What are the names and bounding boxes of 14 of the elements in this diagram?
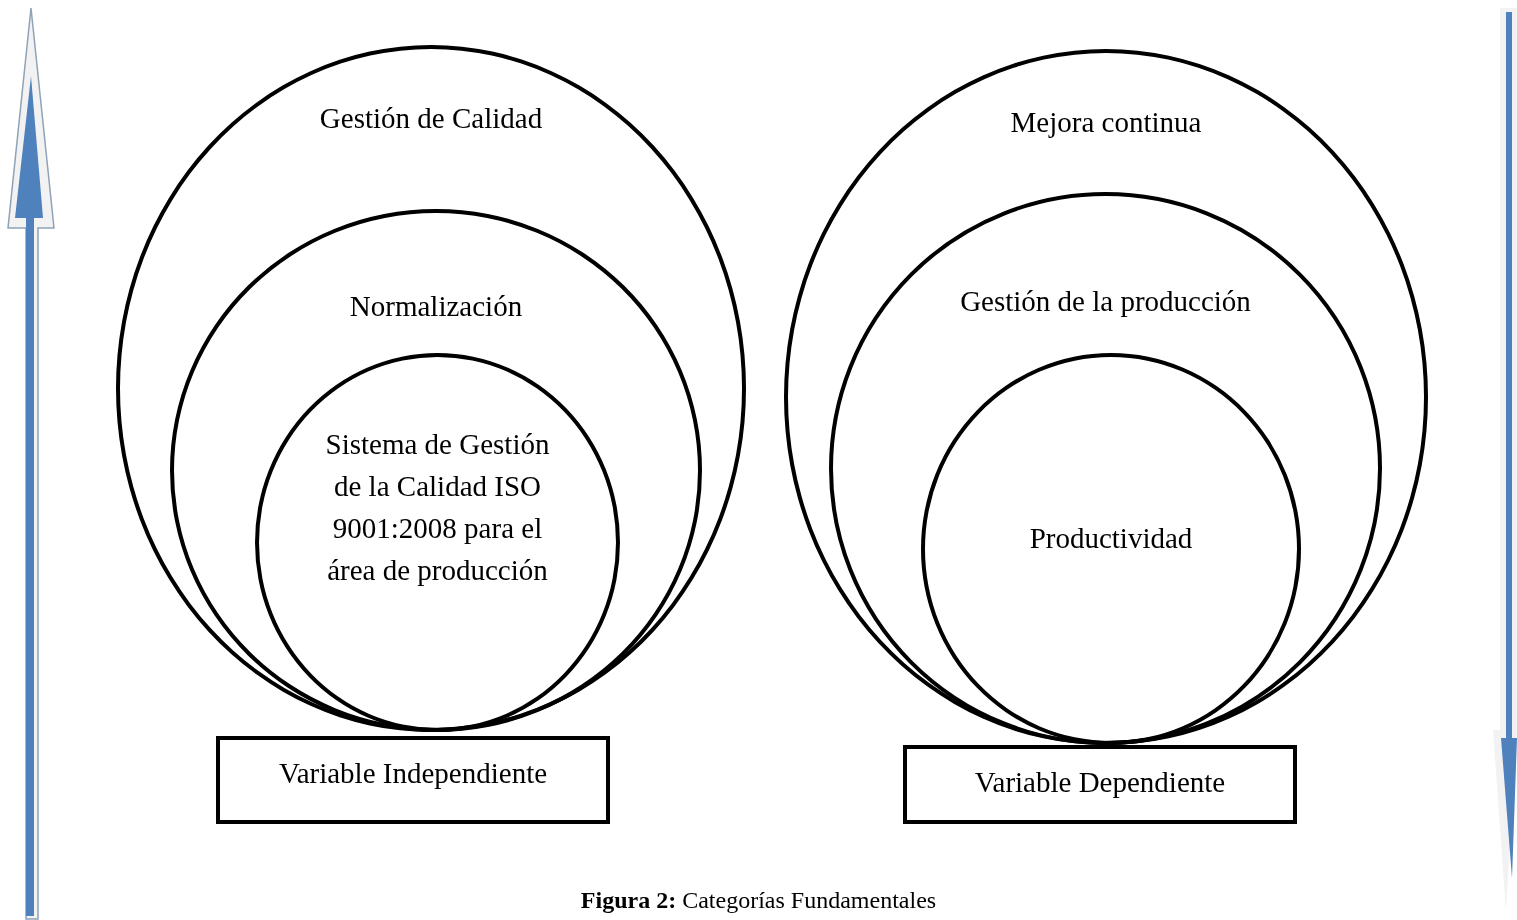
category-label: Mejora continua [1009,105,1203,140]
category-label: Sistema de Gestión de la Calidad ISO 9001:2008 para el área de producción [324,427,551,588]
category-label: Variable Dependiente [973,765,1227,800]
category-circle [255,353,620,732]
category-label: Normalización [348,289,524,324]
figure-caption: Figura 2: Categorías Fundamentales [579,886,938,915]
category-label: Gestión de la producción [959,284,1252,319]
category-circle [170,209,702,732]
category-circle [116,45,746,732]
variable-box [216,736,610,824]
variable-box [903,745,1297,824]
category-label: Productividad [1028,521,1194,556]
category-label: Gestión de Calidad [318,101,544,136]
category-label: Variable Independiente [277,756,549,791]
